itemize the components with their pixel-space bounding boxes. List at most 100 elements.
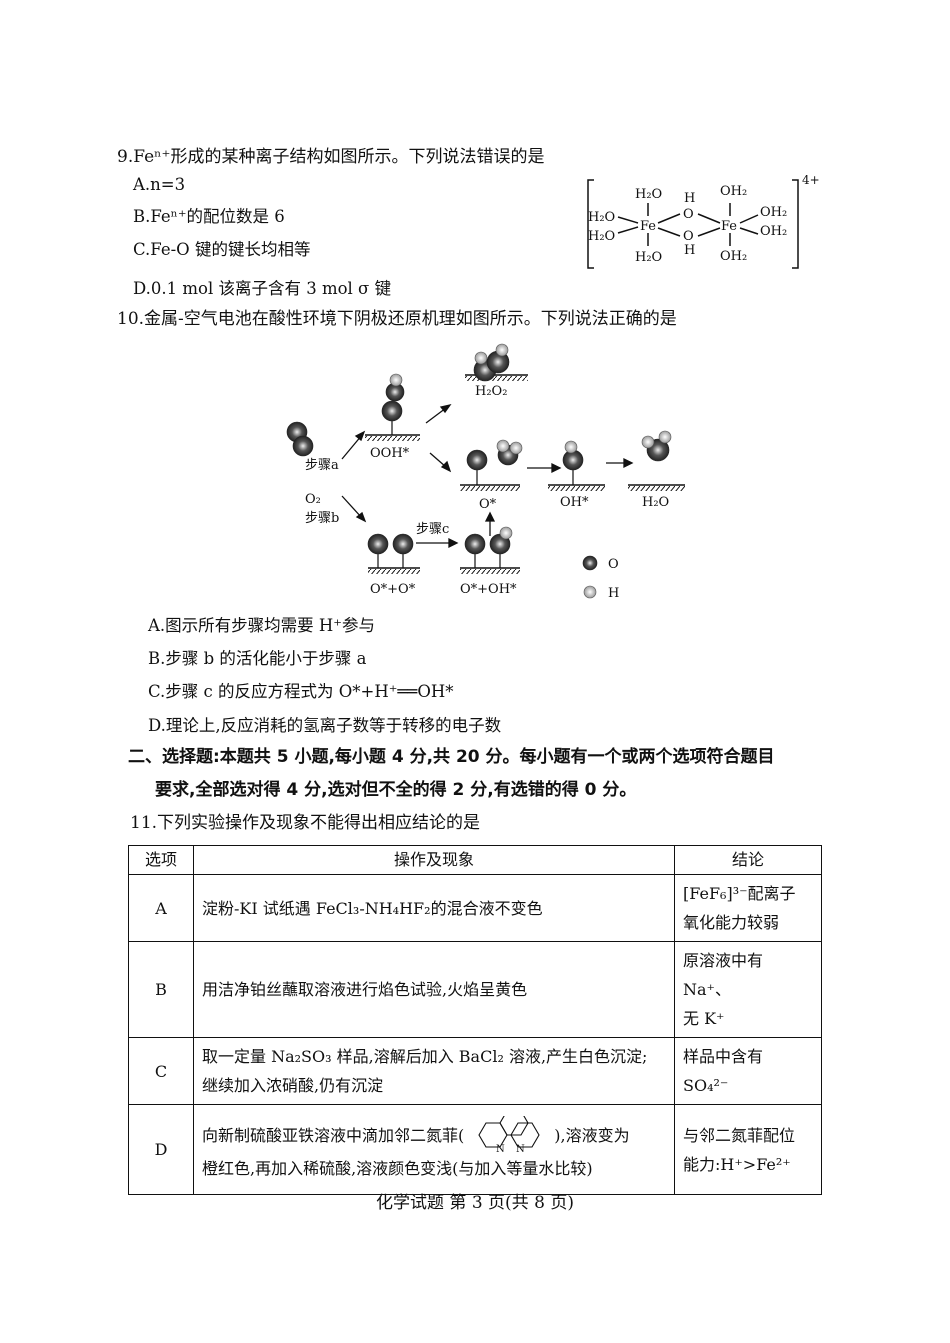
ooh-o-lower [381,400,403,422]
fe-ion-structure-diagram: H₂O H₂O H₂O H₂O Fe H O O H Fe OH₂ OH₂ OH… [587,173,820,269]
section-2-line-2: 要求,全部选对得 4 分,选对但不全的得 2 分,有选错的得 0 分。 [155,780,637,800]
q11-table: 选项 操作及现象 结论 A 淀粉-KI 试纸遇 FeCl₃-NH₄HF₂的混合液… [128,845,822,1195]
bridge-o-bottom: O [683,229,694,244]
ooh-star-o-1 [464,533,486,555]
row-a-conclusion-line-2: 氧化能力较弱 [683,913,780,932]
header-option: 选项 [128,845,194,875]
q11-stem: 11.下列实验操作及现象不能得出相应结论的是 [130,813,481,833]
q9-option-a: A.n=3 [133,175,186,194]
h2o-final-h-2 [658,430,672,444]
label-step-a: 步骤a [305,458,339,473]
table-row: D 向新制硫酸亚铁溶液中滴加邻二氮菲( N N ),溶液变为 橙红色,再加入稀硫… [128,1104,822,1195]
o2-atom-2 [292,435,314,457]
label-h2o: H₂O [642,495,669,510]
bridge-o-top: O [683,207,694,222]
label-oh-star: OH* [560,495,589,510]
fe-label-1: Fe [640,219,656,234]
legend-h-label: H [608,586,619,601]
label-o-star: O* [479,497,497,512]
oo-star-atom-1 [367,533,389,555]
row-d-operation-line-2: 橙红色,再加入稀硫酸,溶液颜色变浅(与加入等量水比较) [202,1159,593,1178]
o-star-atom [466,449,488,471]
row-b-conclusion: 原溶液中有 Na⁺、 无 K⁺ [674,941,822,1038]
row-a-conclusion-line-1: [FeF₆]³⁻配离子 [683,884,796,903]
row-b-conclusion-line-1: 原溶液中有 Na⁺、 [683,951,764,999]
ion-charge: 4+ [802,173,820,187]
h2o2-h-1 [474,351,488,365]
q10-option-d: D.理论上,反应消耗的氢离子数等于转移的电子数 [148,716,502,735]
row-a-option: A [128,874,194,942]
header-conclusion: 结论 [674,845,822,875]
row-d-operation: 向新制硫酸亚铁溶液中滴加邻二氮菲( N N ),溶液变为 橙红色,再加入稀硫酸,… [193,1104,675,1195]
row-d-conclusion: 与邻二氮菲配位 能力:H⁺>Fe²⁺ [674,1104,822,1195]
label-o2: O₂ [305,492,321,507]
n-label-left: N [496,1144,505,1154]
released-water-h-2 [509,441,523,455]
label-o-oh-star: O*+OH* [460,582,517,597]
row-d-operation-line-1: 向新制硫酸亚铁溶液中滴加邻二氮菲( N N ),溶液变为 [202,1116,666,1154]
h2o2-h-2 [495,343,509,357]
q10-option-c: C.步骤 c 的反应方程式为 O*+H⁺══OH* [148,682,454,701]
row-a-operation: 淀粉-KI 试纸遇 FeCl₃-NH₄HF₂的混合液不变色 [193,874,675,942]
h2o-label-left-1: H₂O [588,210,615,225]
oh2-label-right-2: OH₂ [760,224,787,239]
oh2-label-right-1: OH₂ [760,205,787,220]
ooh-star-h [499,526,513,540]
legend-o-icon [582,555,598,571]
reaction-mechanism-diagram: 步骤a 步骤b 步骤c O₂ OOH* H₂O₂ O* OH* H₂O O*+O… [286,343,685,601]
oh2-label-bottom: OH₂ [720,249,747,264]
page-footer: 化学试题 第 3 页(共 8 页) [376,1193,574,1213]
label-h2o2: H₂O₂ [475,384,507,399]
h2o-final-h-1 [641,435,655,449]
label-step-c: 步骤c [416,522,449,537]
reaction-arrows [341,403,634,549]
row-b-conclusion-line-2: 无 K⁺ [683,1009,725,1028]
released-water-h-1 [496,439,510,453]
row-d-operation-text-a: 向新制硫酸亚铁溶液中滴加邻二氮菲( [202,1125,465,1145]
legend-h-icon [583,585,597,599]
label-o-o-star: O*+O* [370,582,416,597]
q9-stem: 9.Feⁿ⁺形成的某种离子结构如图所示。下列说法错误的是 [117,147,545,167]
row-c-operation-line-2: 继续加入浓硝酸,仍有沉淀 [202,1076,384,1095]
q9-option-d: D.0.1 mol 该离子含有 3 mol σ 键 [133,279,392,298]
bridge-h-bottom: H [684,243,695,258]
table-row: C 取一定量 Na₂SO₃ 样品,溶解后加入 BaCl₂ 溶液,产生白色沉淀; … [128,1037,822,1105]
q9-option-b: B.Feⁿ⁺的配位数是 6 [133,207,285,226]
surfaces [365,374,685,574]
n-label-right: N [516,1144,525,1154]
row-a-conclusion: [FeF₆]³⁻配离子 氧化能力较弱 [674,874,822,942]
bridge-h-top: H [684,191,695,206]
row-c-operation: 取一定量 Na₂SO₃ 样品,溶解后加入 BaCl₂ 溶液,产生白色沉淀; 继续… [193,1037,675,1105]
header-operation: 操作及现象 [193,845,675,875]
oo-star-atom-2 [392,533,414,555]
q10-stem: 10.金属-空气电池在酸性环境下阴极还原机理如图所示。下列说法正确的是 [117,309,677,329]
h2o-label-top: H₂O [635,187,662,202]
table-row: B 用洁净铂丝蘸取溶液进行焰色试验,火焰呈黄色 原溶液中有 Na⁺、 无 K⁺ [128,941,822,1038]
row-d-conclusion-line-2: 能力:H⁺>Fe²⁺ [683,1154,791,1174]
row-d-option: D [128,1104,194,1195]
ooh-h [389,373,403,387]
row-c-operation-line-1: 取一定量 Na₂SO₃ 样品,溶解后加入 BaCl₂ 溶液,产生白色沉淀; [202,1047,648,1066]
row-c-conclusion: 样品中含有 SO₄²⁻ [674,1037,822,1105]
q10-option-b: B.步骤 b 的活化能小于步骤 a [148,649,367,668]
oh-star-h [564,440,578,454]
row-d-operation-text-b: ),溶液变为 [554,1125,630,1145]
q9-option-c: C.Fe-O 键的键长均相等 [133,240,311,259]
label-step-b: 步骤b [305,511,339,526]
legend-o-label: O [608,557,619,572]
table-row: A 淀粉-KI 试纸遇 FeCl₃-NH₄HF₂的混合液不变色 [FeF₆]³⁻… [128,874,822,942]
row-c-option: C [128,1037,194,1105]
label-ooh-star: OOH* [370,446,410,461]
h2o-label-bottom: H₂O [635,250,662,265]
phenanthroline-structure-icon: N N [478,1116,540,1154]
q10-option-a: A.图示所有步骤均需要 H⁺参与 [148,616,376,635]
fe-label-2: Fe [721,219,737,234]
h2o-label-left-2: H₂O [588,229,615,244]
oh-star-o [562,449,584,471]
row-d-conclusion-line-1: 与邻二氮菲配位 [683,1125,796,1145]
table-header-row: 选项 操作及现象 结论 [128,845,822,875]
row-b-option: B [128,941,194,1038]
section-2-line-1: 二、选择题:本题共 5 小题,每小题 4 分,共 20 分。每小题有一个或两个选… [128,747,775,767]
oh2-label-top: OH₂ [720,184,747,199]
row-b-operation: 用洁净铂丝蘸取溶液进行焰色试验,火焰呈黄色 [193,941,675,1038]
